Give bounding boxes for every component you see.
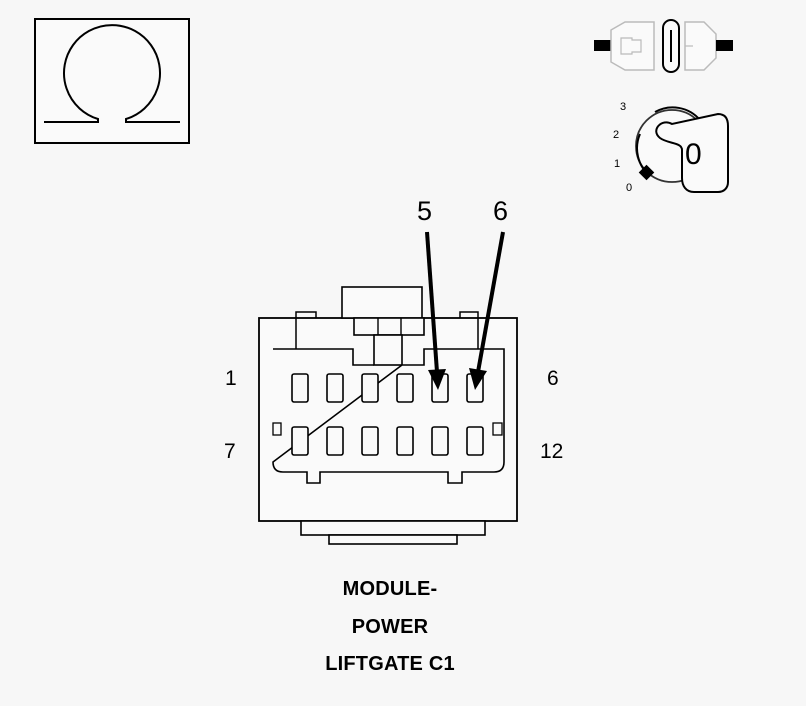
key-position-0: 0 bbox=[626, 182, 633, 194]
pin-row-bottom bbox=[291, 426, 484, 456]
pin-cavity-9 bbox=[361, 426, 379, 456]
pin-cavity-4 bbox=[396, 373, 414, 403]
connector-title-line-2: POWER bbox=[351, 616, 429, 638]
probe-arrow-pin-6 bbox=[469, 231, 505, 390]
probe-arrow-pin-5 bbox=[425, 231, 446, 390]
key-position-1: 1 bbox=[614, 158, 621, 170]
connector-housing bbox=[258, 286, 518, 545]
pin-cavity-7 bbox=[291, 426, 309, 456]
pin-label-6: 6 bbox=[547, 367, 559, 390]
callout-pin-6: 6 bbox=[493, 196, 509, 226]
pin-cavity-2 bbox=[326, 373, 344, 403]
connector-title-line-1: MODULE- bbox=[342, 578, 438, 600]
callout-pin-5: 5 bbox=[417, 196, 433, 226]
ohm-meter-icon bbox=[34, 18, 190, 144]
pin-cavity-3 bbox=[361, 373, 379, 403]
key-position-2: 2 bbox=[613, 129, 620, 141]
pin-cavity-10 bbox=[396, 426, 414, 456]
connector-title-line-3: LIFTGATE C1 bbox=[325, 653, 455, 675]
pin-label-7: 7 bbox=[224, 440, 236, 463]
pin-cavity-1 bbox=[291, 373, 309, 403]
pin-label-1: 1 bbox=[225, 367, 237, 390]
pin-cavity-12 bbox=[466, 426, 484, 456]
ignition-key-icon bbox=[635, 106, 729, 193]
pin-cavity-8 bbox=[326, 426, 344, 456]
disconnect-connector-icon bbox=[594, 19, 733, 73]
key-position-3: 3 bbox=[620, 101, 627, 113]
key-current-position: 0 bbox=[685, 138, 702, 171]
pin-label-12: 12 bbox=[540, 440, 564, 463]
pin-cavity-11 bbox=[431, 426, 449, 456]
